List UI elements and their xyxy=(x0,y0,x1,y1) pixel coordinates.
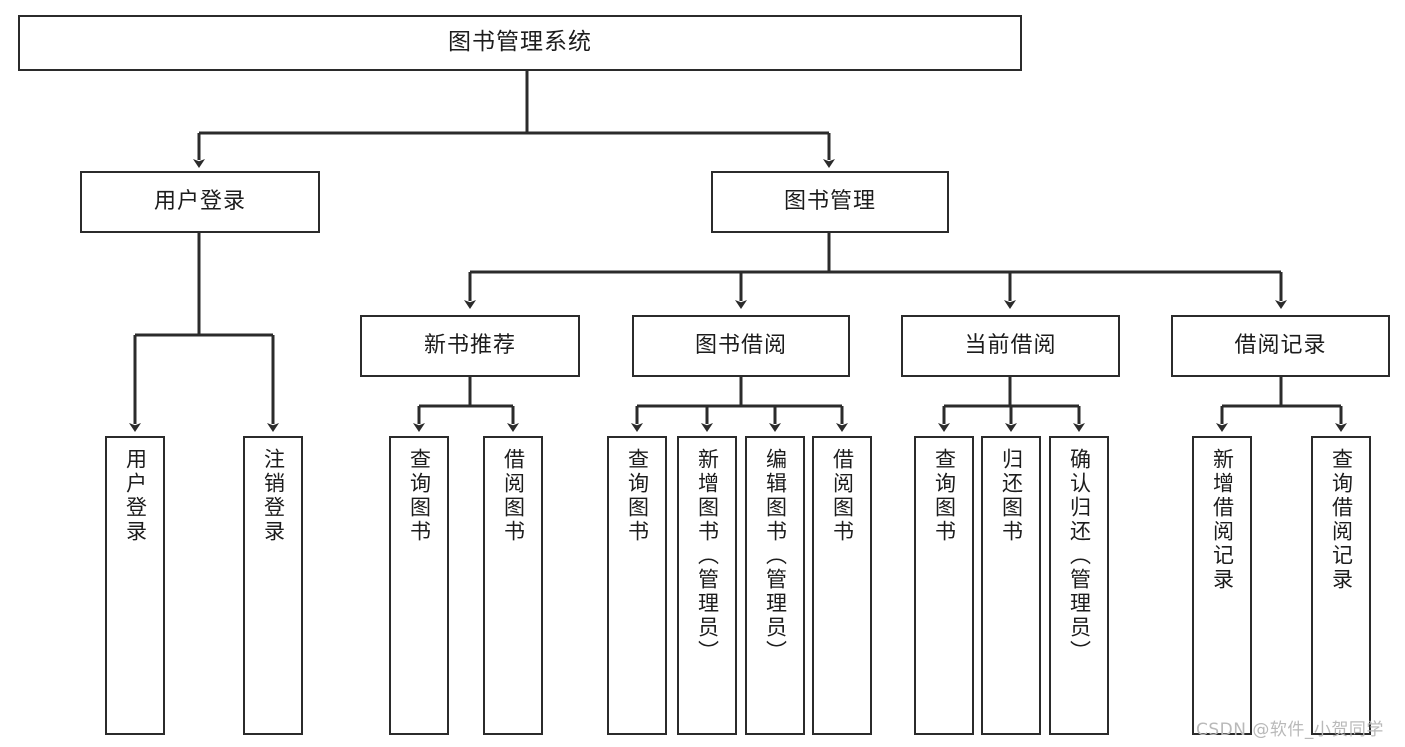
leaf-query-book-3-label: 查询图书 xyxy=(932,448,957,544)
node-root-label: 图书管理系统 xyxy=(448,29,592,56)
leaf-confirm-return-label: 确认归还（管理员） xyxy=(1067,448,1092,664)
node-borrow-record[interactable]: 借阅记录 xyxy=(1171,315,1390,377)
leaf-borrow-book-1[interactable]: 借阅图书 xyxy=(483,436,543,735)
leaf-add-book[interactable]: 新增图书（管理员） xyxy=(677,436,737,735)
node-borrow-record-label: 借阅记录 xyxy=(1234,333,1327,359)
leaf-edit-book[interactable]: 编辑图书（管理员） xyxy=(745,436,805,735)
leaf-query-book-1[interactable]: 查询图书 xyxy=(389,436,449,735)
leaf-borrow-book-2[interactable]: 借阅图书 xyxy=(812,436,872,735)
node-book-borrow-label: 图书借阅 xyxy=(694,333,787,359)
node-book-manage-label: 图书管理 xyxy=(783,189,876,215)
leaf-borrow-book-2-label: 借阅图书 xyxy=(830,448,855,544)
node-current-borrow[interactable]: 当前借阅 xyxy=(901,315,1120,377)
leaf-edit-book-label: 编辑图书（管理员） xyxy=(763,448,788,664)
leaf-return-book[interactable]: 归还图书 xyxy=(981,436,1041,735)
node-root[interactable]: 图书管理系统 xyxy=(18,15,1022,71)
node-book-manage[interactable]: 图书管理 xyxy=(711,171,949,233)
leaf-add-book-label: 新增图书（管理员） xyxy=(695,448,720,664)
leaf-user-login[interactable]: 用户登录 xyxy=(105,436,165,735)
leaf-return-book-label: 归还图书 xyxy=(999,448,1024,544)
leaf-query-record[interactable]: 查询借阅记录 xyxy=(1311,436,1371,735)
node-new-book-recommend-label: 新书推荐 xyxy=(423,333,516,359)
leaf-query-book-2-label: 查询图书 xyxy=(625,448,650,544)
leaf-query-book-3[interactable]: 查询图书 xyxy=(914,436,974,735)
watermark: CSDN @软件_小贺同学 xyxy=(1196,720,1384,740)
leaf-query-book-1-label: 查询图书 xyxy=(407,448,432,544)
node-book-borrow[interactable]: 图书借阅 xyxy=(632,315,850,377)
node-user-login[interactable]: 用户登录 xyxy=(80,171,320,233)
leaf-logout-label: 注销登录 xyxy=(261,448,286,544)
leaf-add-record[interactable]: 新增借阅记录 xyxy=(1192,436,1252,735)
leaf-query-record-label: 查询借阅记录 xyxy=(1329,448,1354,592)
leaf-query-book-2[interactable]: 查询图书 xyxy=(607,436,667,735)
leaf-user-login-label: 用户登录 xyxy=(123,448,148,544)
leaf-confirm-return[interactable]: 确认归还（管理员） xyxy=(1049,436,1109,735)
leaf-borrow-book-1-label: 借阅图书 xyxy=(501,448,526,544)
leaf-logout[interactable]: 注销登录 xyxy=(243,436,303,735)
node-user-login-label: 用户登录 xyxy=(153,189,246,215)
leaf-add-record-label: 新增借阅记录 xyxy=(1210,448,1235,592)
node-current-borrow-label: 当前借阅 xyxy=(964,333,1057,359)
node-new-book-recommend[interactable]: 新书推荐 xyxy=(360,315,580,377)
